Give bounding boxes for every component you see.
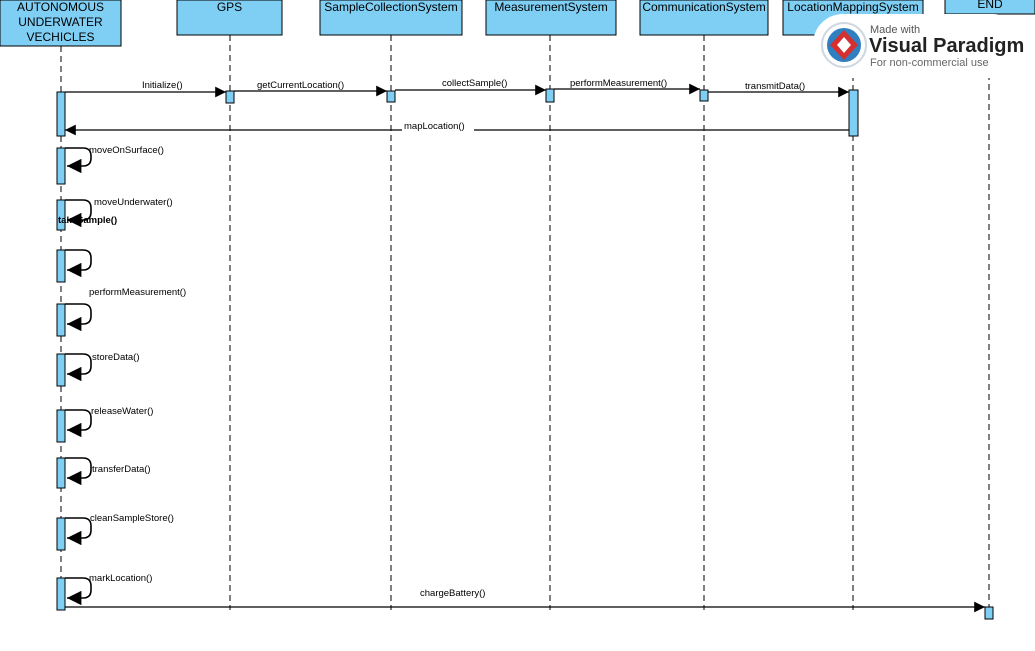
self-message-unlabeled[interactable]	[65, 249, 92, 278]
message-collectSample[interactable]: collectSample()	[395, 78, 546, 96]
self-message-releaseWater[interactable]: releaseWater()	[65, 406, 153, 438]
self-message-releaseWater-arrow	[65, 409, 92, 438]
self-message-unlabeled-arrow	[65, 249, 92, 278]
lifeline-measure-title: MeasurementSystem	[494, 0, 607, 14]
lifeline-measure[interactable]: MeasurementSystem	[485, 0, 617, 610]
lifeline-end[interactable]: END	[944, 0, 1035, 612]
message-initialize[interactable]: Initialize()	[65, 80, 226, 98]
watermark: Made with Visual Paradigm For non-commer…	[813, 14, 1024, 78]
lifeline-end-title: END	[977, 0, 1003, 11]
activation-auv	[56, 409, 66, 443]
activation-auv	[56, 91, 66, 137]
activation-auv	[56, 147, 66, 185]
self-message-cleanSampleStore-arrow	[65, 517, 92, 546]
message-performMeasurement[interactable]: performMeasurement()	[554, 78, 700, 95]
activation-auv	[56, 353, 66, 387]
lifeline-gps-box[interactable]	[176, 0, 283, 36]
lifeline-locmap-title: LocationMappingSystem	[787, 0, 918, 14]
self-message-cleanSampleStore[interactable]: cleanSampleStore()	[65, 513, 174, 546]
activation-locmap	[848, 89, 859, 137]
self-message-moveUnderwater-arrow	[65, 199, 92, 228]
activation-gps	[225, 90, 235, 104]
self-message-moveUnderwater[interactable]: moveUnderwater()	[65, 197, 173, 228]
self-message-transferData-arrow	[65, 457, 92, 486]
lifeline-auv-box[interactable]	[0, 0, 122, 47]
self-message-storeData-arrow	[65, 353, 92, 382]
watermark-line1: Made with	[870, 24, 920, 36]
watermark-brand: Visual Paradigm	[869, 35, 1024, 57]
self-message-moveUnderwater-label: moveUnderwater()	[94, 197, 173, 208]
activation-measure	[545, 88, 555, 103]
activation-auv	[56, 577, 66, 611]
self-message-performMeasurement2-arrow	[65, 303, 92, 332]
lifeline-gps-title: GPS	[217, 0, 242, 14]
lifeline-auv-title: VECHICLES	[26, 30, 94, 44]
activation-auv	[56, 303, 66, 337]
self-message-transferData-label: transferData()	[92, 464, 151, 475]
message-chargeBattery-label: chargeBattery()	[420, 588, 485, 599]
lifeline-auv-title: AUTONOMOUS	[17, 0, 104, 14]
message-chargeBattery[interactable]: chargeBattery()	[65, 588, 985, 613]
self-message-releaseWater-label: releaseWater()	[91, 406, 153, 417]
self-message-markLocation-label: markLocation()	[89, 573, 152, 584]
self-message-transferData[interactable]: transferData()	[65, 457, 151, 486]
activation-end	[984, 606, 994, 620]
message-label-bg	[402, 120, 474, 131]
self-message-moveOnSurface-label: moveOnSurface()	[89, 145, 164, 156]
message-initialize-label: Initialize()	[142, 80, 183, 91]
lifeline-auv-title: UNDERWATER	[18, 15, 103, 29]
self-message-markLocation-arrow	[65, 577, 92, 606]
self-message-takeSample-label: takeSample()	[58, 215, 117, 226]
message-collectSample-label: collectSample()	[442, 78, 507, 89]
lifeline-sample-title: SampleCollectionSystem	[324, 0, 457, 14]
watermark-line3: For non-commercial use	[870, 57, 989, 69]
self-message-takeSample[interactable]: takeSample()	[58, 215, 117, 226]
message-mapLocation[interactable]: mapLocation()	[65, 120, 849, 136]
self-message-cleanSampleStore-label: cleanSampleStore()	[90, 513, 174, 524]
self-message-performMeasurement2-label: performMeasurement()	[89, 287, 186, 298]
message-transmitData-label: transmitData()	[745, 81, 805, 92]
message-transmitData[interactable]: transmitData()	[708, 81, 849, 98]
message-getCurrentLocation-label: getCurrentLocation()	[257, 80, 344, 91]
lifeline-comm-box[interactable]	[639, 0, 769, 36]
self-message-moveOnSurface[interactable]: moveOnSurface()	[65, 145, 164, 174]
activation-auv	[56, 457, 66, 489]
visual-paradigm-logo-icon	[821, 22, 867, 68]
lifeline-measure-box[interactable]	[485, 0, 617, 36]
lifeline-comm-title: CommunicationSystem	[642, 0, 765, 14]
self-message-performMeasurement2[interactable]: performMeasurement()	[65, 287, 186, 332]
message-getCurrentLocation[interactable]: getCurrentLocation()	[234, 80, 387, 97]
message-mapLocation-label: mapLocation()	[404, 121, 465, 132]
message-performMeasurement-label: performMeasurement()	[570, 78, 667, 89]
self-message-storeData-label: storeData()	[92, 352, 140, 363]
activation-auv	[56, 517, 66, 551]
self-message-moveOnSurface-arrow	[65, 147, 92, 174]
lifeline-comm[interactable]: CommunicationSystem	[639, 0, 769, 610]
self-message-markLocation[interactable]: markLocation()	[65, 573, 152, 606]
lifeline-gps[interactable]: GPS	[176, 0, 283, 610]
lifeline-sample-box[interactable]	[319, 0, 463, 36]
activation-comm	[699, 89, 709, 102]
lifeline-sample[interactable]: SampleCollectionSystem	[319, 0, 463, 610]
activation-auv	[56, 249, 66, 283]
activation-sample	[386, 90, 396, 103]
self-message-storeData[interactable]: storeData()	[65, 352, 140, 382]
activation-auv	[56, 199, 66, 231]
